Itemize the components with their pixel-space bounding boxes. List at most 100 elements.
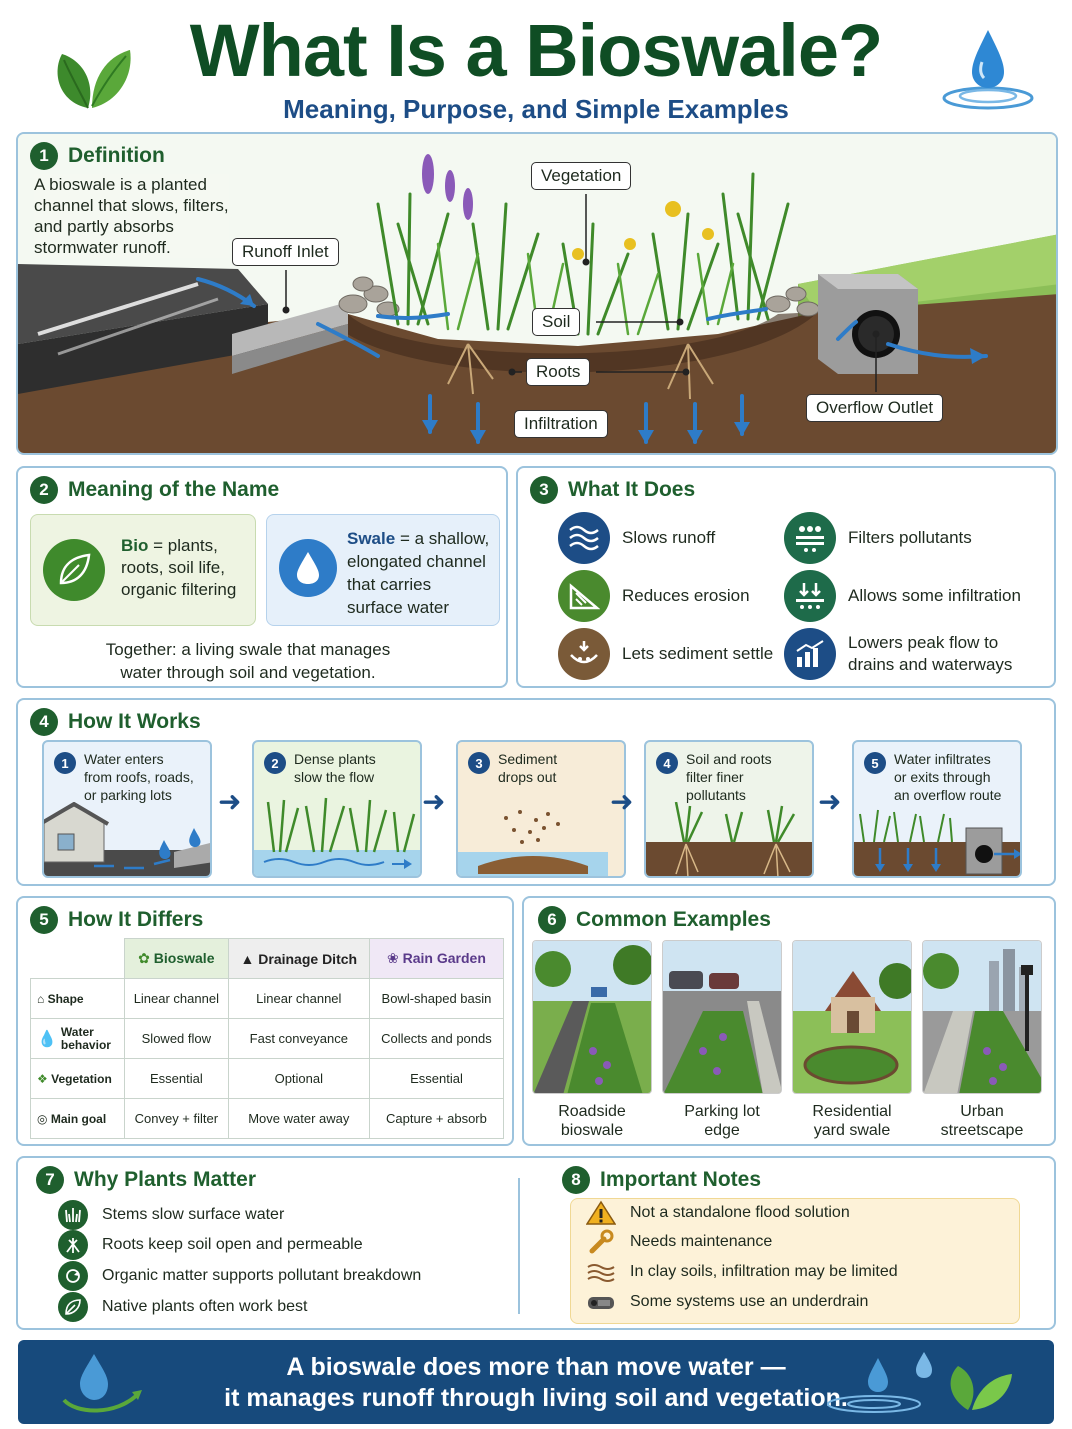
filter-icon bbox=[784, 512, 836, 564]
soil-label: Soil bbox=[532, 308, 581, 336]
examples-heading: 6 Common Examples bbox=[538, 906, 771, 934]
sediment-icon bbox=[558, 628, 610, 680]
plants-heading: 7 Why Plants Matter bbox=[36, 1166, 256, 1194]
infiltration-icon bbox=[784, 570, 836, 622]
meaning-panel: 2 Meaning of the Name Bio = plants, root… bbox=[16, 466, 508, 688]
definition-text: A bioswale is a planted channel that slo… bbox=[34, 174, 229, 258]
urban-streetscape-photo bbox=[923, 941, 1041, 1093]
overflow-outlet-label: Overflow Outlet bbox=[806, 394, 944, 422]
waves-icon bbox=[558, 512, 610, 564]
does-item-erosion: Reduces erosion bbox=[558, 570, 750, 622]
works-heading: 4 How It Works bbox=[30, 708, 201, 736]
dense-plants-illustration bbox=[254, 797, 420, 876]
flow-arrow-icon: ➜ bbox=[422, 786, 446, 817]
section-number: 1 bbox=[30, 142, 58, 170]
target-icon: ◎ bbox=[37, 1111, 48, 1126]
soil-roots-illustration bbox=[646, 802, 812, 876]
recycle-icon bbox=[58, 1261, 88, 1291]
plants-notes-panel: 7 Why Plants Matter 8 Important Notes bbox=[16, 1156, 1056, 1330]
together-text: Together: a living swale that manages wa… bbox=[105, 640, 391, 682]
grass-icon bbox=[58, 1200, 88, 1230]
leaf-icon bbox=[58, 1292, 88, 1322]
footer-banner: A bioswale does more than move water — i… bbox=[18, 1340, 1054, 1424]
warning-icon bbox=[586, 1200, 616, 1225]
note-item: Some systems use an underdrain bbox=[586, 1289, 868, 1315]
plant-item: Stems slow surface water bbox=[58, 1200, 284, 1230]
does-panel: 3 What It Does Slows runoff Filters poll… bbox=[516, 466, 1056, 688]
clay-icon bbox=[587, 1264, 615, 1282]
flow-arrow-icon: ➜ bbox=[610, 786, 634, 817]
roots-icon bbox=[58, 1230, 88, 1260]
water-drop-icon bbox=[279, 539, 337, 597]
house-runoff-illustration bbox=[44, 802, 210, 876]
bar-chart-icon bbox=[784, 628, 836, 680]
infiltrate-overflow-illustration bbox=[854, 809, 1020, 876]
note-item: Not a standalone flood solution bbox=[586, 1200, 850, 1226]
page-title: What Is a Bioswale? bbox=[189, 9, 883, 92]
house-icon: ⌂ bbox=[37, 991, 45, 1006]
col-rain-garden: ❀ Rain Garden bbox=[368, 938, 505, 979]
divider bbox=[518, 1178, 520, 1314]
droplets-icon: 💧 bbox=[37, 1030, 57, 1048]
erosion-icon bbox=[558, 570, 610, 622]
roadside-photo bbox=[533, 941, 651, 1093]
vegetation-label: Vegetation bbox=[531, 162, 632, 190]
residential-photo bbox=[793, 941, 911, 1093]
leaf-icon bbox=[43, 539, 105, 601]
flower-icon: ❀ bbox=[387, 950, 399, 966]
leaf-icon: ❖ bbox=[37, 1071, 48, 1086]
does-item-infiltration: Allows some infiltration bbox=[784, 570, 1021, 622]
ditch-icon: ▲ bbox=[240, 950, 255, 967]
swale-card: Swale = a shallow, elongated channel tha… bbox=[266, 514, 500, 626]
roots-label: Roots bbox=[526, 358, 591, 386]
infiltration-label: Infiltration bbox=[514, 410, 608, 438]
water-drop-logo-icon bbox=[942, 30, 1034, 110]
sediment-illustration bbox=[458, 810, 608, 876]
does-item-sediment: Lets sediment settle bbox=[558, 628, 773, 680]
plant-item: Organic matter supports pollutant breakd… bbox=[58, 1261, 421, 1291]
note-item: Needs maintenance bbox=[586, 1229, 772, 1255]
flow-arrow-icon: ➜ bbox=[218, 786, 242, 817]
water-cycle-icon bbox=[62, 1354, 142, 1413]
parking-lot-photo bbox=[663, 941, 781, 1093]
drops-leaves-icon bbox=[827, 1352, 1012, 1413]
definition-panel: 1 Definition A bioswale is a planted cha… bbox=[16, 132, 1058, 455]
col-bioswale: ✿ Bioswale bbox=[124, 938, 229, 979]
does-item-slows-runoff: Slows runoff bbox=[558, 512, 715, 564]
wrench-icon bbox=[589, 1229, 614, 1254]
col-drainage-ditch: ▲ Drainage Ditch bbox=[227, 938, 370, 979]
plant-item: Native plants often work best bbox=[58, 1292, 307, 1322]
comparison-table: ✿ Bioswale ▲ Drainage Ditch ❀ Rain Garde… bbox=[30, 938, 505, 1139]
runoff-inlet-label: Runoff Inlet bbox=[232, 238, 339, 266]
differs-heading: 5 How It Differs bbox=[30, 906, 203, 934]
does-heading: 3 What It Does bbox=[530, 476, 695, 504]
plant-icon: ✿ bbox=[138, 950, 150, 966]
notes-box bbox=[570, 1198, 1020, 1324]
plant-item: Roots keep soil open and permeable bbox=[58, 1230, 363, 1260]
meaning-heading: 2 Meaning of the Name bbox=[30, 476, 279, 504]
footer-text: A bioswale does more than move water — i… bbox=[224, 1353, 848, 1412]
bio-card: Bio = plants, roots, soil life, organic … bbox=[30, 514, 256, 626]
notes-heading: 8 Important Notes bbox=[562, 1166, 761, 1194]
flow-arrow-icon: ➜ bbox=[818, 786, 842, 817]
does-item-filters: Filters pollutants bbox=[784, 512, 972, 564]
definition-heading: 1 Definition bbox=[30, 142, 165, 170]
note-item: In clay soils, infiltration may be limit… bbox=[586, 1259, 898, 1285]
leaf-logo-icon bbox=[57, 50, 131, 109]
page-subtitle: Meaning, Purpose, and Simple Examples bbox=[283, 94, 789, 124]
pipe-icon bbox=[588, 1297, 614, 1309]
